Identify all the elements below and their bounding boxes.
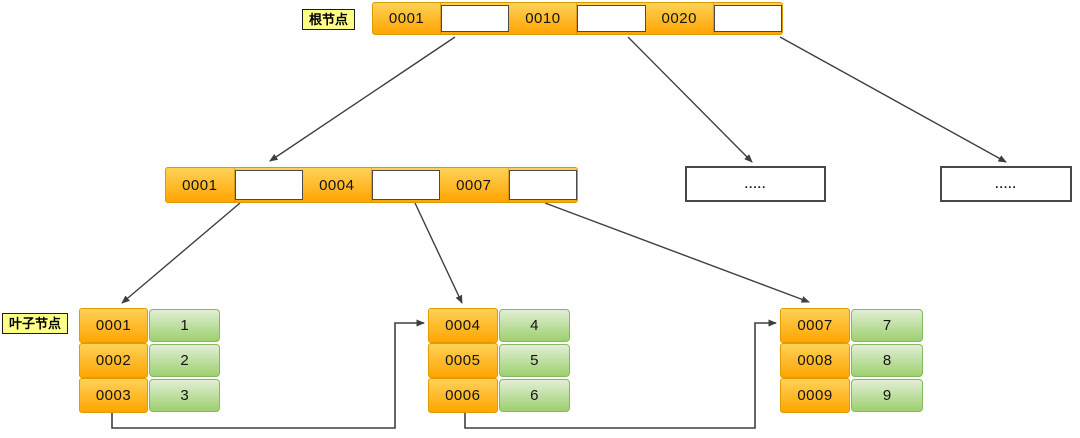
ellipsis-node-left: ..... — [685, 166, 826, 202]
leaf-row: 0007 7 — [780, 308, 923, 343]
edge-internal-ptr2-to-leaf2 — [414, 202, 463, 304]
internal-node: 0001 0004 0007 — [165, 167, 578, 203]
leaf-value: 2 — [149, 343, 220, 377]
internal-key-3: 0007 — [440, 168, 509, 202]
internal-key-2: 0004 — [303, 168, 372, 202]
root-key-1: 0001 — [373, 3, 442, 34]
edge-root-ptr3-to-ellipsis-right — [779, 36, 1007, 163]
leaf-value: 9 — [851, 378, 923, 412]
root-node-label: 根节点 — [302, 9, 356, 30]
leaf-key: 0009 — [780, 378, 851, 413]
leaf-value: 4 — [498, 308, 570, 342]
leaf-node-label: 叶子节点 — [2, 313, 69, 334]
internal-pointer-2 — [371, 170, 440, 200]
leaf-value: 5 — [498, 343, 570, 377]
leaf-key: 0002 — [79, 343, 149, 378]
ellipsis-text-right: ..... — [995, 177, 1017, 191]
leaf-row: 0001 1 — [79, 308, 220, 343]
leaf-key: 0003 — [79, 378, 149, 413]
leaf-row: 0005 5 — [428, 343, 570, 378]
leaf-value: 6 — [498, 378, 570, 412]
edge-internal-ptr3-to-leaf3 — [544, 202, 810, 303]
edge-internal-ptr1-to-leaf1 — [121, 202, 241, 304]
ellipsis-node-right: ..... — [940, 166, 1072, 202]
leaf-row: 0006 6 — [428, 378, 570, 413]
root-key-3: 0020 — [646, 3, 714, 34]
root-key-2: 0010 — [509, 3, 578, 34]
leaf-key: 0004 — [428, 308, 498, 343]
root-pointer-3 — [713, 5, 782, 32]
internal-key-1: 0001 — [166, 168, 235, 202]
leaf-value: 1 — [149, 308, 220, 342]
leaf-key: 0005 — [428, 343, 498, 378]
ellipsis-text-left: ..... — [744, 177, 767, 191]
leaf-key: 0001 — [79, 308, 149, 343]
leaf-node-2: 0004 4 0005 5 0006 6 — [428, 308, 570, 413]
leaf-row: 0004 4 — [428, 308, 570, 343]
leaf-key: 0006 — [428, 378, 498, 413]
leaf-key: 0008 — [780, 343, 851, 378]
internal-pointer-3 — [508, 170, 577, 200]
leaf-row: 0003 3 — [79, 378, 220, 413]
root-pointer-2 — [577, 5, 646, 32]
leaf-row: 0008 8 — [780, 343, 923, 378]
root-pointer-1 — [441, 5, 510, 32]
internal-pointer-1 — [234, 170, 303, 200]
leaf-value: 7 — [851, 308, 923, 342]
root-node: 0001 0010 0020 — [372, 2, 783, 35]
leaf-row: 0009 9 — [780, 378, 923, 413]
leaf-value: 3 — [149, 378, 220, 412]
leaf-row: 0002 2 — [79, 343, 220, 378]
leaf-value: 8 — [851, 343, 923, 377]
leaf-node-3: 0007 7 0008 8 0009 9 — [780, 308, 923, 413]
leaf-node-1: 0001 1 0002 2 0003 3 — [79, 308, 220, 413]
edge-root-ptr1-to-internal — [269, 36, 456, 162]
edge-root-ptr2-to-ellipsis-left — [627, 36, 753, 163]
leaf-key: 0007 — [780, 308, 851, 343]
